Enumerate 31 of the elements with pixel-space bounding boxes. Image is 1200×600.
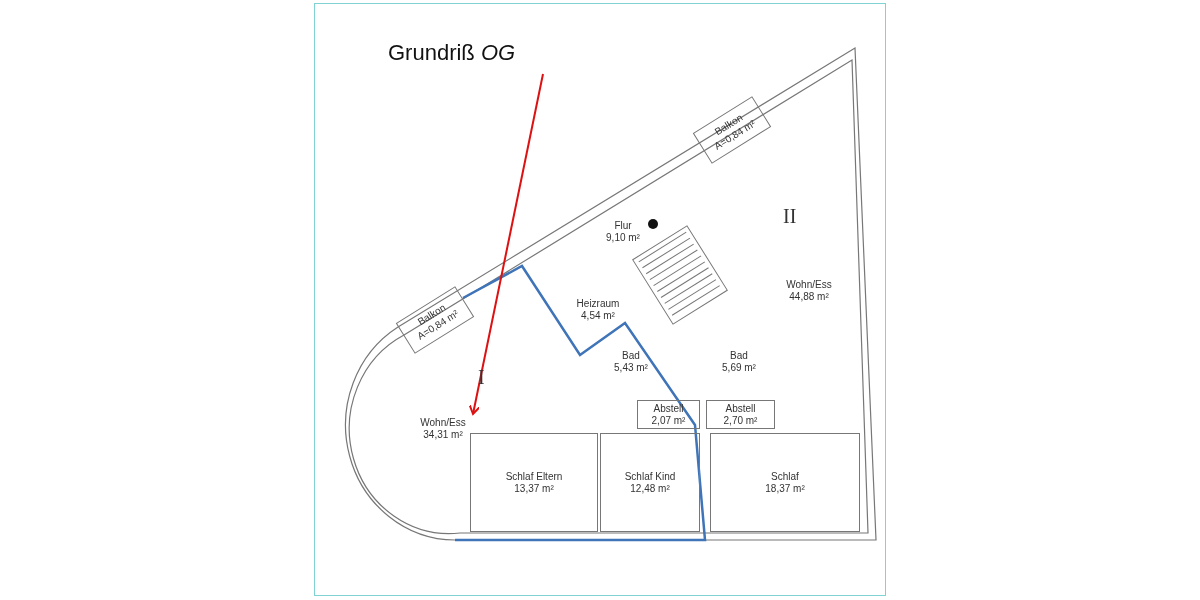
plan-title: Grundriß OG	[388, 40, 516, 66]
unit-number: I	[478, 366, 485, 389]
room-name: Flur	[614, 220, 632, 232]
room-name: Wohn/Ess	[420, 417, 466, 429]
room-name: Wohn/Ess	[786, 279, 832, 291]
room-outline	[470, 433, 598, 532]
unit-number: II	[783, 205, 797, 228]
room-name: Schlaf	[771, 470, 799, 483]
room-outline	[600, 433, 700, 532]
room-outline	[706, 400, 775, 429]
room-name: Schlaf Kind	[624, 470, 676, 483]
room-area-value: 44,88 m²	[789, 291, 829, 303]
room-name: Bad	[730, 350, 748, 362]
room-outline	[637, 400, 700, 429]
room-name: Abstell	[725, 402, 756, 415]
room-area-value: 2,07 m²	[651, 414, 686, 427]
room-area-value: 4,54 m²	[581, 310, 615, 322]
room-name: Schlaf Eltern	[505, 470, 563, 483]
room-area-value: 5,43 m²	[614, 362, 648, 374]
room-name: Abstell	[653, 402, 684, 415]
room-area-value: 18,37 m²	[765, 482, 805, 495]
room-name: Bad	[622, 350, 640, 362]
room-area-value: 9,10 m²	[606, 232, 640, 244]
room-area-value: 2,70 m²	[723, 414, 758, 427]
room-area-value: 12,48 m²	[630, 482, 670, 495]
room-area-value: 13,37 m²	[514, 482, 554, 495]
room-area-value: 34,31 m²	[423, 429, 463, 441]
room-area-value: 5,69 m²	[722, 362, 756, 374]
room-outline	[710, 433, 860, 532]
arrow	[468, 73, 544, 415]
room-name: Heizraum	[576, 298, 620, 310]
